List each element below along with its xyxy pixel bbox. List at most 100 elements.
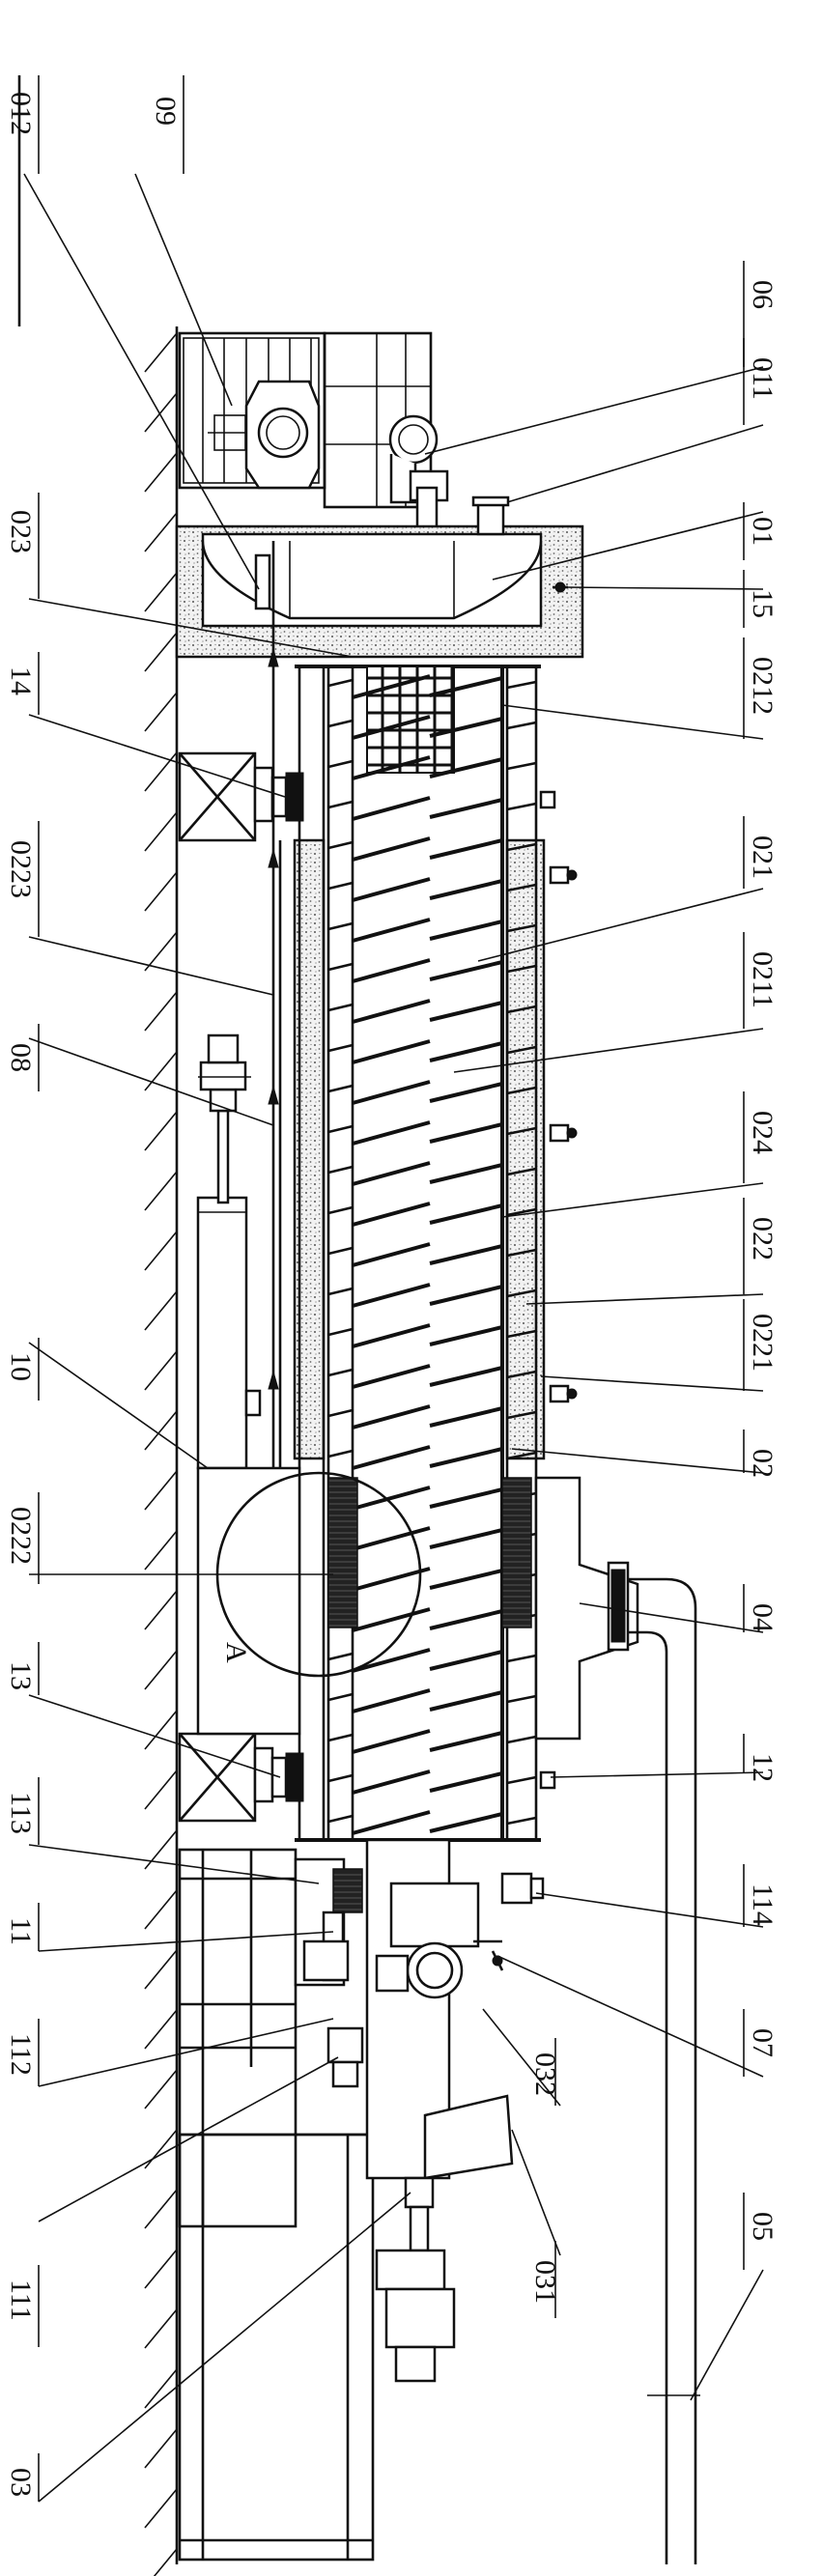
ground-hatch-stroke <box>144 2249 178 2289</box>
screw-blade-right <box>429 1366 503 1387</box>
wall-rib-right <box>506 1005 537 1014</box>
wall-rib-left <box>327 1043 354 1053</box>
kiln-barrel-02 <box>293 665 546 1842</box>
discharge-frame <box>178 1848 375 2562</box>
wall-rib-left <box>327 840 354 850</box>
screw-blade-right <box>429 879 503 900</box>
label-113: 113 <box>5 1792 37 1834</box>
wall-rib-left <box>327 1733 354 1742</box>
screw-blade-right <box>429 717 503 738</box>
screw-blade-right <box>429 1203 503 1225</box>
barrel-valves <box>539 790 578 1790</box>
label-024: 024 <box>747 1111 779 1154</box>
screw-blade-left <box>352 836 431 862</box>
wall-rib-right <box>506 1248 537 1258</box>
wall-rib-left <box>327 1205 354 1215</box>
label-0222: 0222 <box>5 1507 37 1565</box>
wall-rib-right <box>506 842 537 852</box>
ground-hatch-stroke <box>144 1290 178 1331</box>
ground-hatch-stroke <box>144 2308 178 2349</box>
ground-hatch-stroke <box>144 1650 178 1690</box>
support-13 <box>178 1732 304 1823</box>
wall-rib-right <box>506 1816 537 1826</box>
ground-hatch-stroke <box>144 2428 178 2469</box>
screw-blade-right <box>429 798 503 819</box>
screw-blade-left <box>352 1404 431 1430</box>
label-09: 09 <box>150 97 182 126</box>
label-14: 14 <box>5 666 37 695</box>
label-114: 114 <box>747 1883 779 1926</box>
ground-hatch-stroke <box>144 1590 178 1630</box>
wall-rib-right <box>506 802 537 811</box>
screw-blade-right <box>429 1650 503 1671</box>
ground-hatch-stroke <box>144 2368 178 2409</box>
ground-hatch-stroke <box>144 1231 178 1271</box>
screw-blade-left <box>352 1242 431 1267</box>
screw-blade-right <box>429 1041 503 1062</box>
label-112: 112 <box>5 2033 37 2076</box>
ground-hatching <box>144 332 178 2576</box>
label-04: 04 <box>747 1603 779 1632</box>
wall-rib-left <box>327 1003 354 1012</box>
ground-hatch-stroke <box>153 2548 178 2576</box>
screw-blade-right <box>429 1244 503 1265</box>
screw-blade-right <box>429 1569 503 1590</box>
label-011: 011 <box>747 357 779 400</box>
wall-rib-right <box>506 1086 537 1095</box>
ground-hatch-stroke <box>144 1111 178 1151</box>
ground-hatch-stroke <box>144 392 178 433</box>
wall-rib-right <box>506 1451 537 1460</box>
wall-rib-left <box>327 1124 354 1134</box>
ground-hatch-stroke <box>144 512 178 552</box>
screw-blade-left <box>352 1729 431 1754</box>
screw-blade-left <box>352 1202 431 1227</box>
wall-rib-left <box>327 1327 354 1337</box>
wall-rib-right <box>506 1694 537 1704</box>
screw-blade-right <box>429 1082 503 1103</box>
screw-conveyor-03 <box>365 1838 514 2383</box>
kiln-head-01 <box>175 495 584 659</box>
screw-blade-right <box>429 1771 503 1793</box>
wall-rib-right <box>506 721 537 730</box>
ground-hatch-stroke <box>144 1949 178 1990</box>
ground-hatch-stroke <box>144 632 178 672</box>
screw-blade-right <box>429 960 503 981</box>
wall-rib-right <box>506 883 537 892</box>
screw-blade-left <box>352 918 431 943</box>
label-11: 11 <box>5 1917 37 1945</box>
label-023: 023 <box>5 510 37 553</box>
wall-rib-right <box>506 1329 537 1339</box>
ground-hatch-stroke <box>144 751 178 792</box>
screw-blade-left <box>352 796 431 821</box>
ground-hatch-stroke <box>144 1350 178 1391</box>
label-0221: 0221 <box>747 1314 779 1372</box>
label-underlines <box>38 75 745 2502</box>
wall-rib-right <box>506 1167 537 1176</box>
label-031: 031 <box>529 2260 561 2304</box>
screw-blade-left <box>352 1688 431 1713</box>
ground-hatch-stroke <box>144 991 178 1032</box>
screw-blade-left <box>352 1323 431 1348</box>
wall-rib-right <box>506 1126 537 1136</box>
wall-rib-right <box>506 1370 537 1379</box>
ground-hatch-stroke <box>144 1470 178 1511</box>
wall-rib-right <box>506 761 537 771</box>
wall-rib-right <box>506 1735 537 1744</box>
label-15: 15 <box>747 589 779 618</box>
label-03: 03 <box>5 2468 37 2497</box>
screw-blade-left <box>352 1080 431 1105</box>
label-A: A <box>220 1642 252 1663</box>
screw-blade-right <box>429 920 503 941</box>
wall-rib-right <box>506 1410 537 1420</box>
outlet-04 <box>534 1476 697 2564</box>
screw-blade-left <box>352 674 431 699</box>
label-01: 01 <box>747 517 779 546</box>
ground-hatch-stroke <box>144 332 178 373</box>
screw-blade-left <box>352 715 431 740</box>
label-021: 021 <box>747 835 779 879</box>
wall-rib-left <box>327 1408 354 1418</box>
screw-blade-left <box>352 1364 431 1389</box>
label-13: 13 <box>5 1661 37 1690</box>
ground-hatch-stroke <box>144 1710 178 1750</box>
wall-rib-right <box>506 964 537 974</box>
